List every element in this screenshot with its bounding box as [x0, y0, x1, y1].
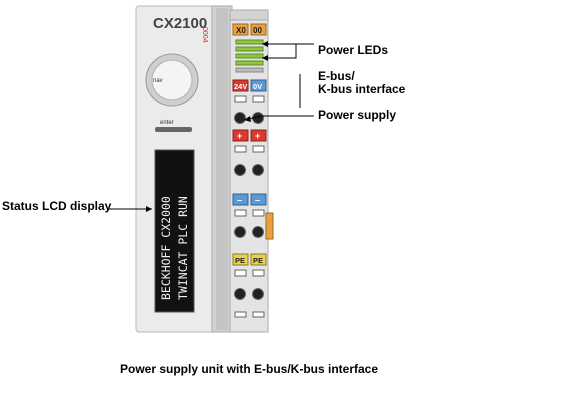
terminal-text-24v: 24V [234, 82, 247, 91]
terminal-text-x0: X0 [236, 26, 246, 35]
lcd-line-2: TWINCAT PLC RUN [176, 196, 190, 300]
figure-caption: Power supply unit with E-bus/K-bus inter… [120, 362, 379, 376]
nav-button-label: nav [153, 78, 163, 84]
terminal-label-pe-1 [232, 253, 249, 266]
terminal-contacts-pe[interactable] [234, 269, 265, 318]
terminal-contacts-plus[interactable] [234, 145, 265, 176]
label-status-lcd: Status LCD display [2, 199, 112, 213]
terminal-label-plus-2 [250, 129, 267, 142]
terminal-text-minus-2: – [255, 195, 260, 205]
label-ebus-line2: K-bus interface [318, 82, 406, 96]
label-power-leds: Power LEDs [318, 43, 389, 57]
terminal-contacts-minus[interactable] [234, 209, 265, 238]
terminal-label-minus-1 [232, 193, 249, 206]
label-ebus-line1: E-bus/ [318, 69, 355, 83]
terminal-text-plus-1: + [237, 131, 242, 141]
terminal-label-pe-2 [250, 253, 267, 266]
label-power-supply: Power supply [318, 108, 397, 122]
terminal-text-00: 00 [253, 26, 262, 35]
terminal-text-plus-2: + [255, 131, 260, 141]
model-name: CX2100 [153, 15, 207, 32]
status-lcd-display [154, 149, 195, 313]
power-led-3 [235, 53, 264, 59]
terminal-label-plus-1 [232, 129, 249, 142]
terminal-text-minus-1: – [237, 195, 242, 205]
enter-button[interactable] [155, 127, 192, 132]
power-led-1 [235, 39, 264, 45]
lcd-line-1: BECKHOFF CX2000 [159, 196, 173, 300]
callout-arrowheads [146, 41, 268, 212]
enter-button-label: enter [160, 120, 174, 126]
terminal-label-minus-2 [250, 193, 267, 206]
nav-dial-inner[interactable] [151, 59, 193, 101]
terminal-text-pe-2: PE [253, 256, 263, 265]
terminal-label-00 [250, 23, 267, 36]
terminal-text-pe-1: PE [235, 256, 245, 265]
power-led-4 [235, 60, 264, 66]
terminal-label-0v [250, 79, 267, 92]
release-tab[interactable] [265, 212, 274, 240]
terminal-text-0v: 0V [253, 82, 262, 91]
power-led-2 [235, 46, 264, 52]
terminal-label-24v [232, 79, 249, 92]
terminal-label-x0 [232, 23, 249, 36]
model-suffix: 0004 [201, 27, 208, 43]
